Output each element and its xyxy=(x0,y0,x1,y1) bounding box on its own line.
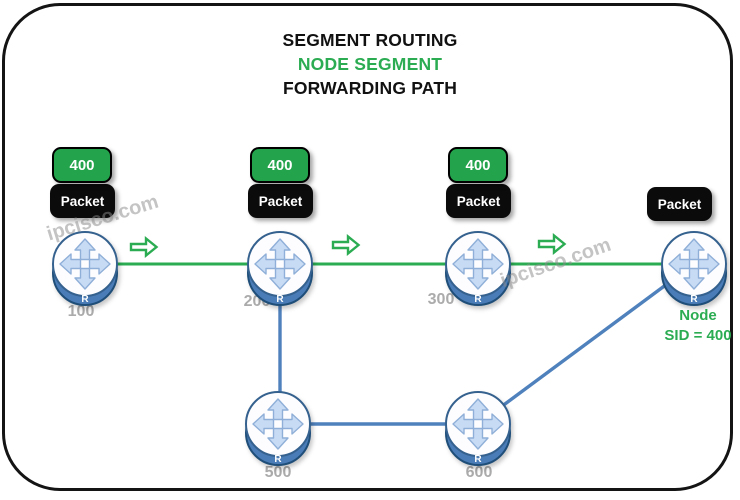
node-sid-line-1: Node xyxy=(679,307,717,324)
router-r-mark: R xyxy=(81,294,89,305)
router-r600: R xyxy=(445,391,511,466)
router-right-arrow-icon xyxy=(283,253,306,275)
router-r-mark: R xyxy=(274,454,282,465)
router-down-arrow-icon xyxy=(467,427,489,450)
router-right-arrow-icon xyxy=(481,413,504,435)
packet-badge: Packet xyxy=(50,184,115,218)
router-left-arrow-icon xyxy=(452,253,475,275)
diagram-title: SEGMENT ROUTING NODE SEGMENT FORWARDING … xyxy=(0,28,740,100)
router-down-arrow-icon xyxy=(267,427,289,450)
sid-badge: 400 xyxy=(448,147,508,183)
router-right-arrow-icon xyxy=(481,253,504,275)
router-down-arrow-icon xyxy=(683,267,705,290)
router-r-mark: R xyxy=(690,294,698,305)
router-r-mark: R xyxy=(474,294,482,305)
router-right-arrow-icon xyxy=(697,253,720,275)
router-down-arrow-icon xyxy=(269,267,291,290)
router-up-arrow-icon xyxy=(467,398,489,421)
router-left-arrow-icon xyxy=(254,253,277,275)
title-line-3: FORWARDING PATH xyxy=(282,78,458,98)
router-right-arrow-icon xyxy=(281,413,304,435)
router-up-arrow-icon xyxy=(74,238,96,261)
router-r100: R xyxy=(52,231,118,306)
router-r-mark: R xyxy=(474,454,482,465)
router-up-arrow-icon xyxy=(267,398,289,421)
flow-arrow-icon xyxy=(537,233,567,255)
router-left-arrow-icon xyxy=(668,253,691,275)
sid-badge: 400 xyxy=(250,147,310,183)
router-up-arrow-icon xyxy=(467,238,489,261)
router-label-100: 100 xyxy=(67,303,95,320)
router-right-arrow-icon xyxy=(88,253,111,275)
router-down-arrow-icon xyxy=(74,267,96,290)
node-sid-annotation: Node SID = 400 xyxy=(642,306,740,346)
blue-link-600-destination xyxy=(476,262,696,426)
router-destination: R xyxy=(661,231,727,306)
router-label-500: 500 xyxy=(264,464,292,481)
router-label-600: 600 xyxy=(465,464,493,481)
router-left-arrow-icon xyxy=(252,413,275,435)
title-line-1: SEGMENT ROUTING xyxy=(282,30,458,50)
title-line-2: NODE SEGMENT xyxy=(297,54,443,74)
sid-badge: 400 xyxy=(52,147,112,183)
router-down-arrow-icon xyxy=(467,267,489,290)
diagram-border-frame xyxy=(2,3,733,491)
router-up-arrow-icon xyxy=(683,238,705,261)
router-r-mark: R xyxy=(276,294,284,305)
packet-badge: Packet xyxy=(248,184,313,218)
flow-arrow-icon xyxy=(129,236,159,258)
router-r200: R xyxy=(247,231,313,306)
flow-arrow-icon xyxy=(331,234,361,256)
packet-badge: Packet xyxy=(647,187,712,221)
router-left-arrow-icon xyxy=(452,413,475,435)
router-r300: R xyxy=(445,231,511,306)
router-left-arrow-icon xyxy=(59,253,82,275)
packet-badge: Packet xyxy=(446,184,511,218)
router-label-300: 300 xyxy=(427,291,455,308)
router-up-arrow-icon xyxy=(269,238,291,261)
router-r500: R xyxy=(245,391,311,466)
node-sid-line-2: SID = 400 xyxy=(664,327,732,344)
